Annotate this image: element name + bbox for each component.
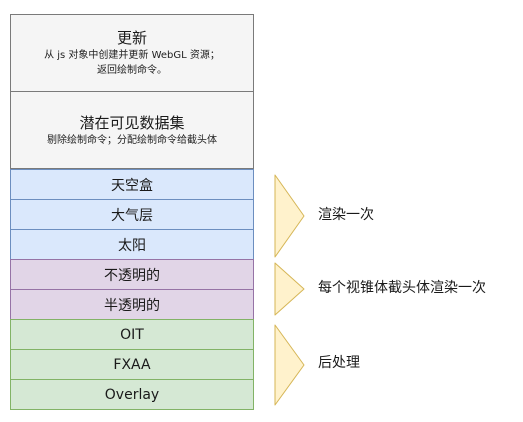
pass-atmosphere: 大气层 — [10, 199, 254, 230]
cull-stage: 潜在可见数据集 剔除绘制命令；分配绘制命令给截头体 — [10, 91, 254, 169]
pass-overlay: Overlay — [10, 379, 254, 410]
pass-opaque: 不透明的 — [10, 259, 254, 290]
update-stage: 更新 从 js 对象中创建并更新 WebGL 资源； 返回绘制命令。 — [10, 14, 254, 92]
pass-oit: OIT — [10, 319, 254, 350]
brace-per-frustum — [274, 262, 305, 316]
update-title: 更新 — [116, 29, 147, 47]
note-render-once: 渲染一次 — [318, 207, 374, 223]
update-desc-line2: 返回绘制命令。 — [97, 65, 167, 76]
cull-desc: 剔除绘制命令；分配绘制命令给截头体 — [47, 134, 217, 146]
brace-post-process — [274, 324, 305, 406]
pass-skybox: 天空盒 — [10, 169, 254, 200]
cull-title: 潜在可见数据集 — [79, 113, 185, 132]
note-per-frustum: 每个视锥体截头体渲染一次 — [318, 280, 486, 296]
pass-sun: 太阳 — [10, 229, 254, 260]
update-desc-line1: 从 js 对象中创建并更新 WebGL 资源； — [44, 50, 220, 61]
pass-fxaa: FXAA — [10, 349, 254, 380]
pass-translucent: 半透明的 — [10, 289, 254, 320]
brace-render-once — [274, 174, 305, 258]
note-post-process: 后处理 — [318, 355, 360, 371]
